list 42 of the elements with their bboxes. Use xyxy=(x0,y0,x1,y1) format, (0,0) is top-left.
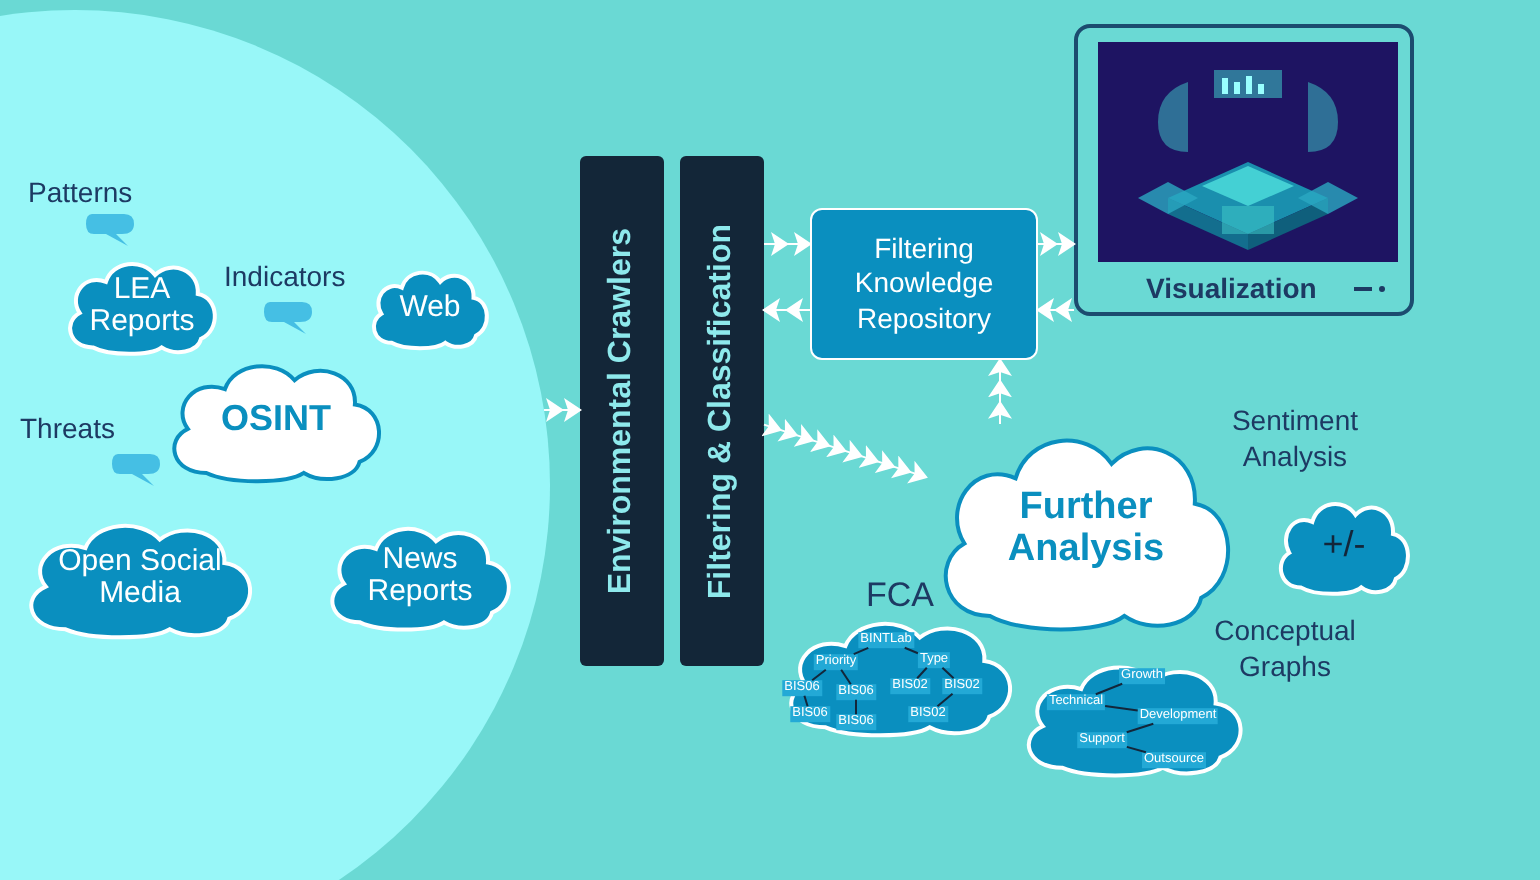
connector-line xyxy=(803,694,809,708)
cloud-label: Web xyxy=(399,291,461,325)
chevron-arrow xyxy=(763,232,811,256)
connector-line xyxy=(811,668,827,682)
connector-line xyxy=(855,698,857,716)
picture-card xyxy=(1074,24,1414,316)
cloud-label: Further Analysis xyxy=(1005,487,1167,571)
bar-label: Filtering & Classification xyxy=(704,223,740,599)
chevron-arrow xyxy=(543,398,582,422)
connector-line xyxy=(916,666,928,680)
bar-label: Environmental Crawlers xyxy=(604,227,640,595)
cloud-label: OSINT xyxy=(220,400,331,440)
cloud xyxy=(366,266,494,350)
cloud-label: News Reports xyxy=(365,543,475,609)
floating-label: Threats xyxy=(20,412,115,444)
connector-line xyxy=(852,646,870,656)
chevron-arrow xyxy=(1037,232,1076,256)
connector-line xyxy=(1104,705,1139,712)
box-label: Filtering Knowledge Repository xyxy=(852,231,996,337)
card-caption: Visualization xyxy=(1146,272,1317,304)
chevron-arrow xyxy=(762,414,928,484)
connector-line xyxy=(1125,745,1147,754)
vertical-bar xyxy=(680,156,764,666)
process-box xyxy=(810,208,1038,360)
connector-line xyxy=(1125,722,1155,734)
chevron-arrow xyxy=(988,359,1012,425)
connector-line xyxy=(903,646,919,655)
chevron-arrow xyxy=(762,298,811,322)
chevron-arrow xyxy=(1037,298,1075,322)
cloud-heading: Conceptual Graphs xyxy=(1212,614,1358,684)
cloud-heading: FCA xyxy=(866,574,934,617)
connector-line xyxy=(840,668,852,686)
cloud-label: LEA Reports xyxy=(87,273,197,339)
cloud-label: +/- xyxy=(1322,526,1366,566)
floating-label: Indicators xyxy=(224,260,346,292)
cloud-heading: Sentiment Analysis xyxy=(1229,404,1361,474)
connector-line xyxy=(1094,682,1124,696)
connector-line xyxy=(936,692,954,708)
connector-line xyxy=(941,666,955,680)
vertical-bar xyxy=(580,156,664,666)
cloud-label: Open Social Media xyxy=(56,545,224,611)
floating-label: Patterns xyxy=(28,176,133,208)
